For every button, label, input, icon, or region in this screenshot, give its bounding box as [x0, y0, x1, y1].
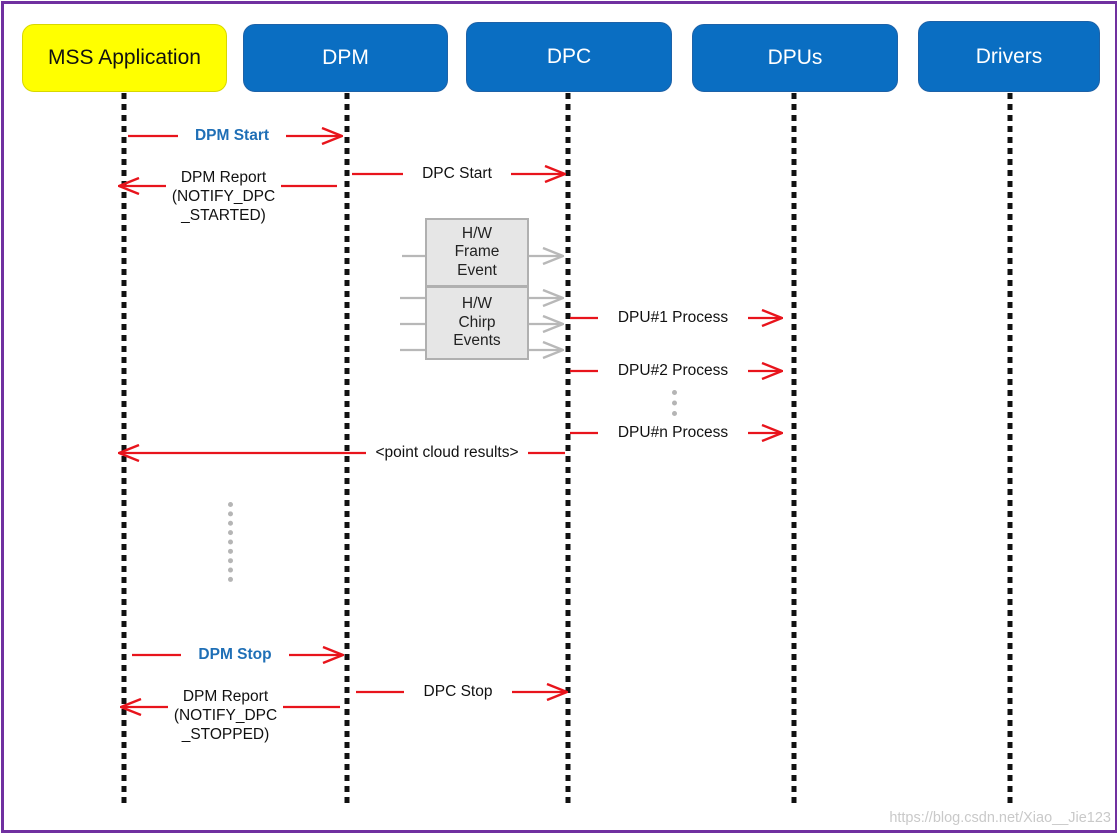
label-dpm-report-started: DPM Report (NOTIFY_DPC _STARTED) [166, 168, 281, 225]
label-dpm-report-stopped-line-1: DPM Report [182, 688, 269, 705]
label-dpm-report-stopped-line-3: _STOPPED) [181, 726, 270, 743]
label-dpm-report-started-line-2: (NOTIFY_DPC [171, 188, 276, 205]
label-dpm-start: DPM Start [178, 127, 286, 145]
label-dpm-report-stopped: DPM Report (NOTIFY_DPC _STOPPED) [168, 687, 283, 744]
hw-frame-event-box: H/W Frame Event [425, 218, 529, 287]
label-dpu1-process: DPU#1 Process [598, 309, 748, 327]
label-dpm-report-stopped-line-2: (NOTIFY_DPC [173, 707, 278, 724]
header-drivers: Drivers [918, 21, 1100, 92]
hw-frame-event-line-2: Frame [454, 243, 500, 261]
hw-chirp-events-line-2: Chirp [458, 313, 496, 331]
label-dpc-stop: DPC Stop [404, 683, 512, 701]
label-dpm-report-started-line-1: DPM Report [180, 169, 267, 186]
label-point-cloud-results: <point cloud results> [366, 444, 528, 462]
hw-chirp-events-box: H/W Chirp Events [425, 286, 529, 360]
hw-chirp-events-line-3: Events [453, 332, 501, 350]
label-dpm-report-started-line-3: _STARTED) [181, 207, 266, 224]
label-dpc-start: DPC Start [403, 165, 511, 183]
label-dpm-stop: DPM Stop [181, 646, 289, 664]
hw-frame-event-line-1: H/W [461, 224, 493, 242]
header-dpc: DPC [466, 22, 672, 92]
label-dpun-process: DPU#n Process [598, 424, 748, 442]
hw-frame-event-line-3: Event [457, 261, 497, 279]
hw-chirp-events-line-1: H/W [461, 295, 493, 313]
header-dpus: DPUs [692, 24, 898, 92]
watermark-text: https://blog.csdn.net/Xiao__Jie123 [889, 810, 1111, 826]
header-dpm: DPM [243, 24, 448, 92]
ellipsis-repeat-vertical [228, 502, 238, 582]
label-dpu2-process: DPU#2 Process [598, 362, 748, 380]
header-mss-application: MSS Application [22, 24, 227, 92]
ellipsis-dpu-vertical [672, 390, 682, 416]
